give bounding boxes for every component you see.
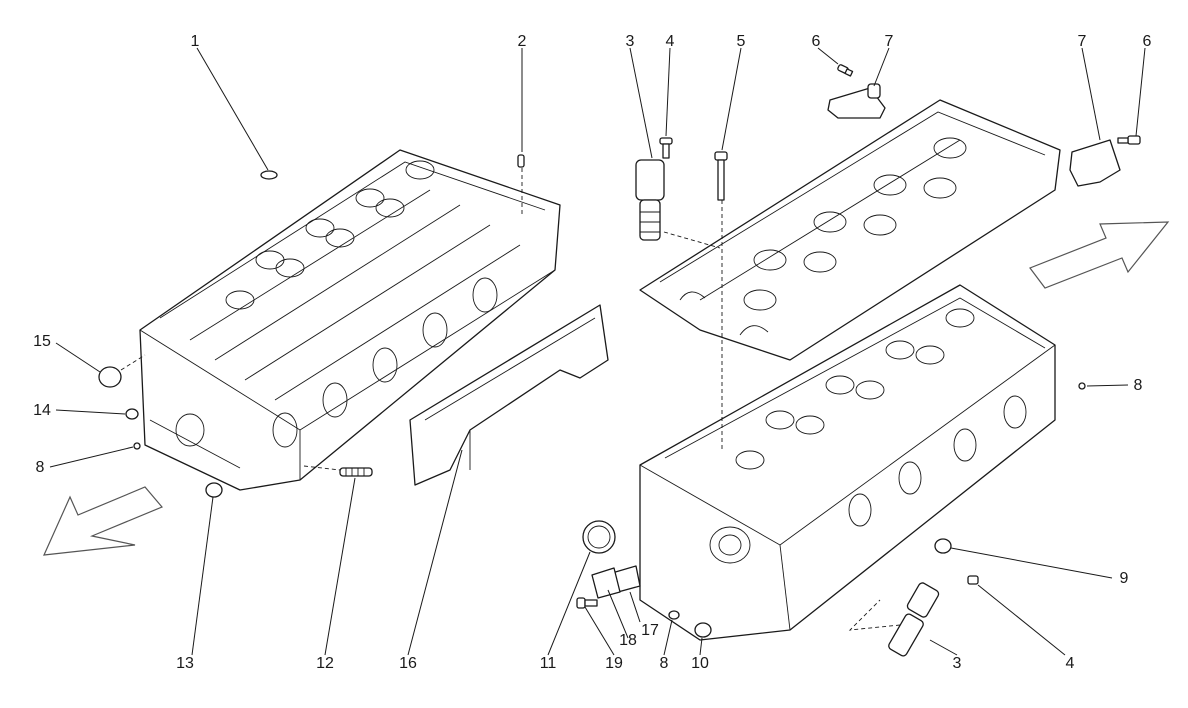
cap-part-14 <box>125 408 139 420</box>
callout-4: 4 <box>1066 655 1075 672</box>
cylinder-head-gasket <box>409 304 609 486</box>
direction-arrow-rear <box>1029 221 1170 289</box>
camshaft-carrier <box>639 99 1061 361</box>
plug-part-8-left <box>133 442 141 450</box>
direction-arrow-front <box>43 486 163 556</box>
bolt-part-5 <box>714 151 728 201</box>
callout-3: 3 <box>953 655 962 672</box>
callout-11: 11 <box>540 655 557 672</box>
callout-7: 7 <box>1078 33 1087 50</box>
callout-14: 14 <box>33 402 51 419</box>
callout-8: 8 <box>660 655 669 672</box>
solenoid-valve-part-3-lower <box>888 582 940 657</box>
callout-4: 4 <box>666 33 675 50</box>
callout-1: 1 <box>191 33 200 50</box>
plate-part-18 <box>591 567 621 599</box>
callout-10: 10 <box>691 655 709 672</box>
bolt-part-6-left <box>837 64 854 77</box>
callout-16: 16 <box>399 655 417 672</box>
o-ring-part-15 <box>98 366 122 388</box>
callout-8: 8 <box>1134 377 1143 394</box>
callout-18: 18 <box>619 632 637 649</box>
bolt-part-19 <box>576 597 598 609</box>
dowel-part-2 <box>517 154 525 168</box>
callout-6: 6 <box>1143 33 1152 50</box>
sensor-part-7-right <box>1069 139 1121 187</box>
solenoid-valve-part-3-upper <box>635 159 665 241</box>
callout-labels: 1 2 3 4 5 6 7 7 6 15 14 8 8 9 13 12 16 1… <box>33 33 1151 672</box>
callout-2: 2 <box>518 33 527 50</box>
screw-part-4-lower <box>967 575 979 585</box>
cap-part-9 <box>934 538 952 554</box>
callout-9: 9 <box>1120 570 1129 587</box>
stud-part-12 <box>339 467 373 477</box>
callout-19: 19 <box>605 655 623 672</box>
o-ring-part-1 <box>260 170 278 180</box>
callout-13: 13 <box>176 655 194 672</box>
plug-part-8-bottom <box>668 610 680 620</box>
assembly-lines <box>120 168 901 631</box>
callout-12: 12 <box>316 655 334 672</box>
callout-17: 17 <box>641 622 659 639</box>
callout-8: 8 <box>36 459 45 476</box>
callout-5: 5 <box>737 33 746 50</box>
bolt-part-6-right <box>1117 135 1141 145</box>
callout-15: 15 <box>33 333 51 350</box>
cover-cap-part-11 <box>582 520 616 554</box>
sensor-part-7-left <box>827 83 886 119</box>
callout-7: 7 <box>885 33 894 50</box>
callout-6: 6 <box>812 33 821 50</box>
left-cylinder-head <box>139 149 561 491</box>
callout-3: 3 <box>626 33 635 50</box>
cap-part-10 <box>694 622 712 638</box>
screw-part-4-upper <box>659 137 673 159</box>
cap-part-13 <box>205 482 223 498</box>
plug-part-8-right <box>1078 382 1086 390</box>
right-cylinder-head <box>639 284 1056 641</box>
leader-lines <box>49 47 1146 656</box>
